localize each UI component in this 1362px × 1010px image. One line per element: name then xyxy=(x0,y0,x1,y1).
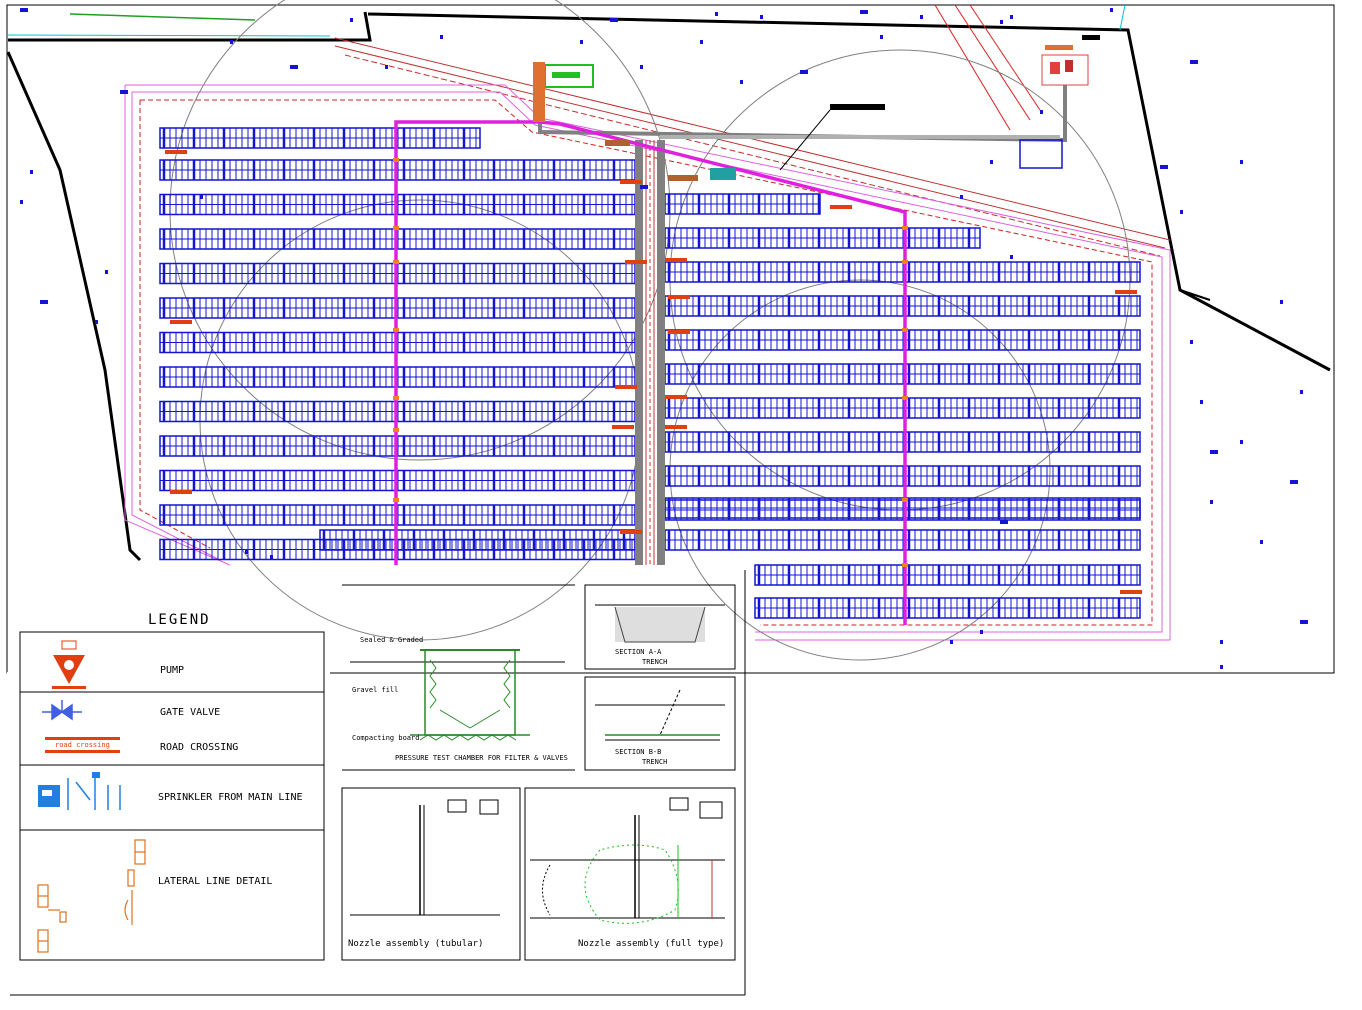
chamber-label-bottom: Compacting board xyxy=(352,734,419,742)
legend-title: LEGEND xyxy=(148,612,211,628)
chamber-caption: PRESSURE TEST CHAMBER FOR FILTER & VALVE… xyxy=(395,754,568,762)
nozzle-caption-full: Nozzle assembly (full type) xyxy=(578,939,724,949)
site-boundary xyxy=(6,51,142,562)
trench-sub-a: TRENCH xyxy=(642,658,667,666)
lateral-line-detail-icon xyxy=(37,839,146,953)
pressure-chamber-detail: Sealed & Graded Gravel fill Compacting b… xyxy=(342,584,575,771)
trench-section-b: SECTION B-B TRENCH xyxy=(584,676,736,771)
trench-caption-b: SECTION B-B xyxy=(615,748,661,756)
central-road xyxy=(635,140,643,565)
trench-sub-b: TRENCH xyxy=(642,758,667,766)
legend-item-label: SPRINKLER FROM MAIN LINE xyxy=(158,792,303,803)
legend-item-label: GATE VALVE xyxy=(160,707,220,718)
pump-icon xyxy=(52,640,86,689)
legend-item-label: ROAD CROSSING xyxy=(160,742,238,753)
chamber-label-top: Sealed & Graded xyxy=(360,636,423,644)
road-crossings xyxy=(165,150,1142,594)
drawing-frame xyxy=(6,4,1335,674)
trench-caption-a: SECTION A-A xyxy=(615,648,662,656)
legend-item-label: PUMP xyxy=(160,665,184,676)
road-crossing-icon: road crossing xyxy=(45,737,120,753)
svg-text:road crossing: road crossing xyxy=(55,741,110,749)
nozzle-assembly-full: Nozzle assembly (full type) xyxy=(524,787,736,961)
trench-section-a: SECTION A-A TRENCH xyxy=(584,584,736,670)
legend-item-label: LATERAL LINE DETAIL xyxy=(158,876,272,887)
legend: LEGEND PUMP GATE VALVE road crossing ROA… xyxy=(19,612,325,961)
nozzle-caption-tubular: Nozzle assembly (tubular) xyxy=(348,939,483,949)
sprinkler-main-line-icon xyxy=(38,772,121,810)
access-road xyxy=(334,4,1171,257)
gate-valve-icon xyxy=(42,700,82,721)
perimeter-fence xyxy=(124,84,1171,641)
chamber-label-side: Gravel fill xyxy=(352,686,398,694)
nozzle-assembly-tubular: Nozzle assembly (tubular) xyxy=(341,787,521,961)
survey-markers xyxy=(20,8,1308,669)
